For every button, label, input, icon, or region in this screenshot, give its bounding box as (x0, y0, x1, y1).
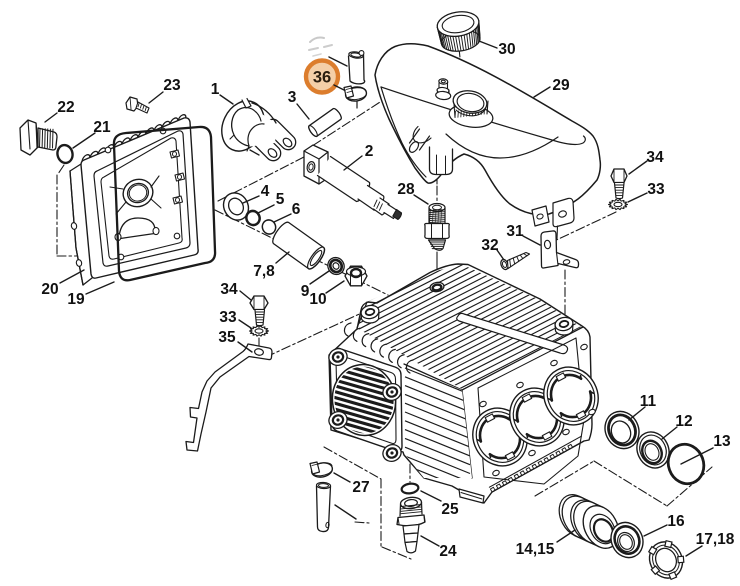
svg-text:19: 19 (67, 291, 85, 308)
svg-text:9: 9 (301, 283, 310, 300)
svg-text:33: 33 (219, 309, 237, 326)
svg-text:30: 30 (498, 41, 515, 58)
svg-text:33: 33 (647, 181, 665, 198)
svg-text:29: 29 (552, 77, 570, 94)
svg-text:10: 10 (309, 291, 326, 308)
svg-text:32: 32 (481, 237, 498, 254)
svg-text:17,18: 17,18 (696, 531, 735, 548)
svg-text:22: 22 (57, 99, 74, 116)
svg-text:28: 28 (397, 181, 415, 198)
svg-text:11: 11 (640, 393, 657, 410)
svg-text:1: 1 (211, 81, 220, 98)
svg-text:25: 25 (441, 501, 459, 518)
svg-text:4: 4 (261, 183, 270, 200)
svg-text:3: 3 (288, 89, 297, 106)
svg-text:24: 24 (439, 543, 457, 560)
svg-text:13: 13 (713, 433, 731, 450)
svg-text:16: 16 (667, 513, 685, 530)
svg-text:5: 5 (276, 191, 285, 208)
svg-text:36: 36 (313, 69, 331, 87)
svg-text:23: 23 (163, 77, 181, 94)
svg-text:34: 34 (646, 149, 664, 166)
svg-text:6: 6 (292, 201, 301, 218)
svg-text:2: 2 (365, 143, 374, 160)
svg-text:34: 34 (220, 281, 238, 298)
svg-text:14,15: 14,15 (516, 541, 555, 558)
svg-text:20: 20 (41, 281, 58, 298)
svg-text:12: 12 (675, 413, 692, 430)
svg-text:27: 27 (352, 479, 369, 496)
svg-text:21: 21 (93, 119, 111, 136)
svg-text:7,8: 7,8 (253, 263, 275, 280)
svg-text:31: 31 (506, 223, 524, 240)
svg-text:35: 35 (218, 329, 236, 346)
